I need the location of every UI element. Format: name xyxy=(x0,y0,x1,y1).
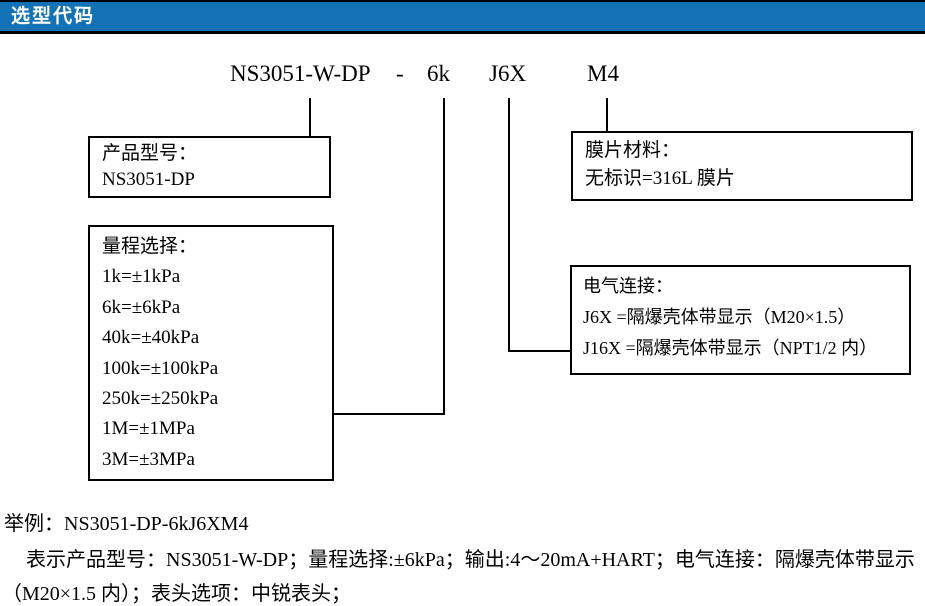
code-part-display: M4 xyxy=(587,61,619,86)
connector-range-vline xyxy=(443,98,445,415)
connector-range-hline xyxy=(333,413,445,415)
box-electrical-connection: 电气连接： J6X =隔爆壳体带显示（M20×1.5） J16X =隔爆壳体带显… xyxy=(570,265,911,375)
box-electrical-title: 电气连接： xyxy=(583,276,673,296)
box-diaphragm-title: 膜片材料： xyxy=(585,140,681,161)
box-diaphragm-value: 无标识=316L 膜片 xyxy=(585,168,735,189)
box-range-option: 40k=±40kPa xyxy=(102,327,200,349)
box-range-option: 6k=±6kPa xyxy=(102,296,181,318)
box-product-title: 产品型号： xyxy=(102,143,198,164)
connector-electrical-hline xyxy=(508,350,572,352)
connector-model-vline xyxy=(309,98,311,136)
code-part-model: NS3051-W-DP xyxy=(230,61,371,86)
box-product-model: 产品型号： NS3051-DP xyxy=(88,136,331,198)
box-range-title: 量程选择： xyxy=(102,236,198,257)
connector-electrical-vline xyxy=(508,98,510,352)
example-description-line-1: 表示产品型号：NS3051-W-DP；量程选择:±6kPa；输出:4～20mA+… xyxy=(26,549,915,571)
code-part-range: 6k xyxy=(427,61,450,86)
box-range-option: 250k=±250kPa xyxy=(102,388,219,410)
box-range-option: 1k=±1kPa xyxy=(102,266,181,288)
box-electrical-option: J6X =隔爆壳体带显示（M20×1.5） xyxy=(583,307,856,327)
example-title-line: 举例：NS3051-DP-6kJ6XM4 xyxy=(4,513,249,535)
code-part-electrical: J6X xyxy=(489,61,527,86)
example-description-line-2: （M20×1.5 内）；表头选项：中锐表头； xyxy=(2,583,352,605)
box-diaphragm-material: 膜片材料： 无标识=316L 膜片 xyxy=(571,131,913,201)
section-title: 选型代码 xyxy=(11,6,96,27)
connector-diaphragm-vline xyxy=(606,98,608,131)
box-electrical-option: J16X =隔爆壳体带显示（NPT1/2 内） xyxy=(583,338,878,358)
box-range-selection: 量程选择： 1k=±1kPa 6k=±6kPa 40k=±40kPa 100k=… xyxy=(88,225,334,481)
box-range-option: 100k=±100kPa xyxy=(102,357,219,379)
box-range-option: 1M=±1MPa xyxy=(102,418,195,440)
box-range-option: 3M=±3MPa xyxy=(102,448,195,470)
box-product-value: NS3051-DP xyxy=(102,169,195,190)
section-header-bar: 选型代码 xyxy=(0,0,925,34)
code-part-dash: - xyxy=(396,61,404,86)
